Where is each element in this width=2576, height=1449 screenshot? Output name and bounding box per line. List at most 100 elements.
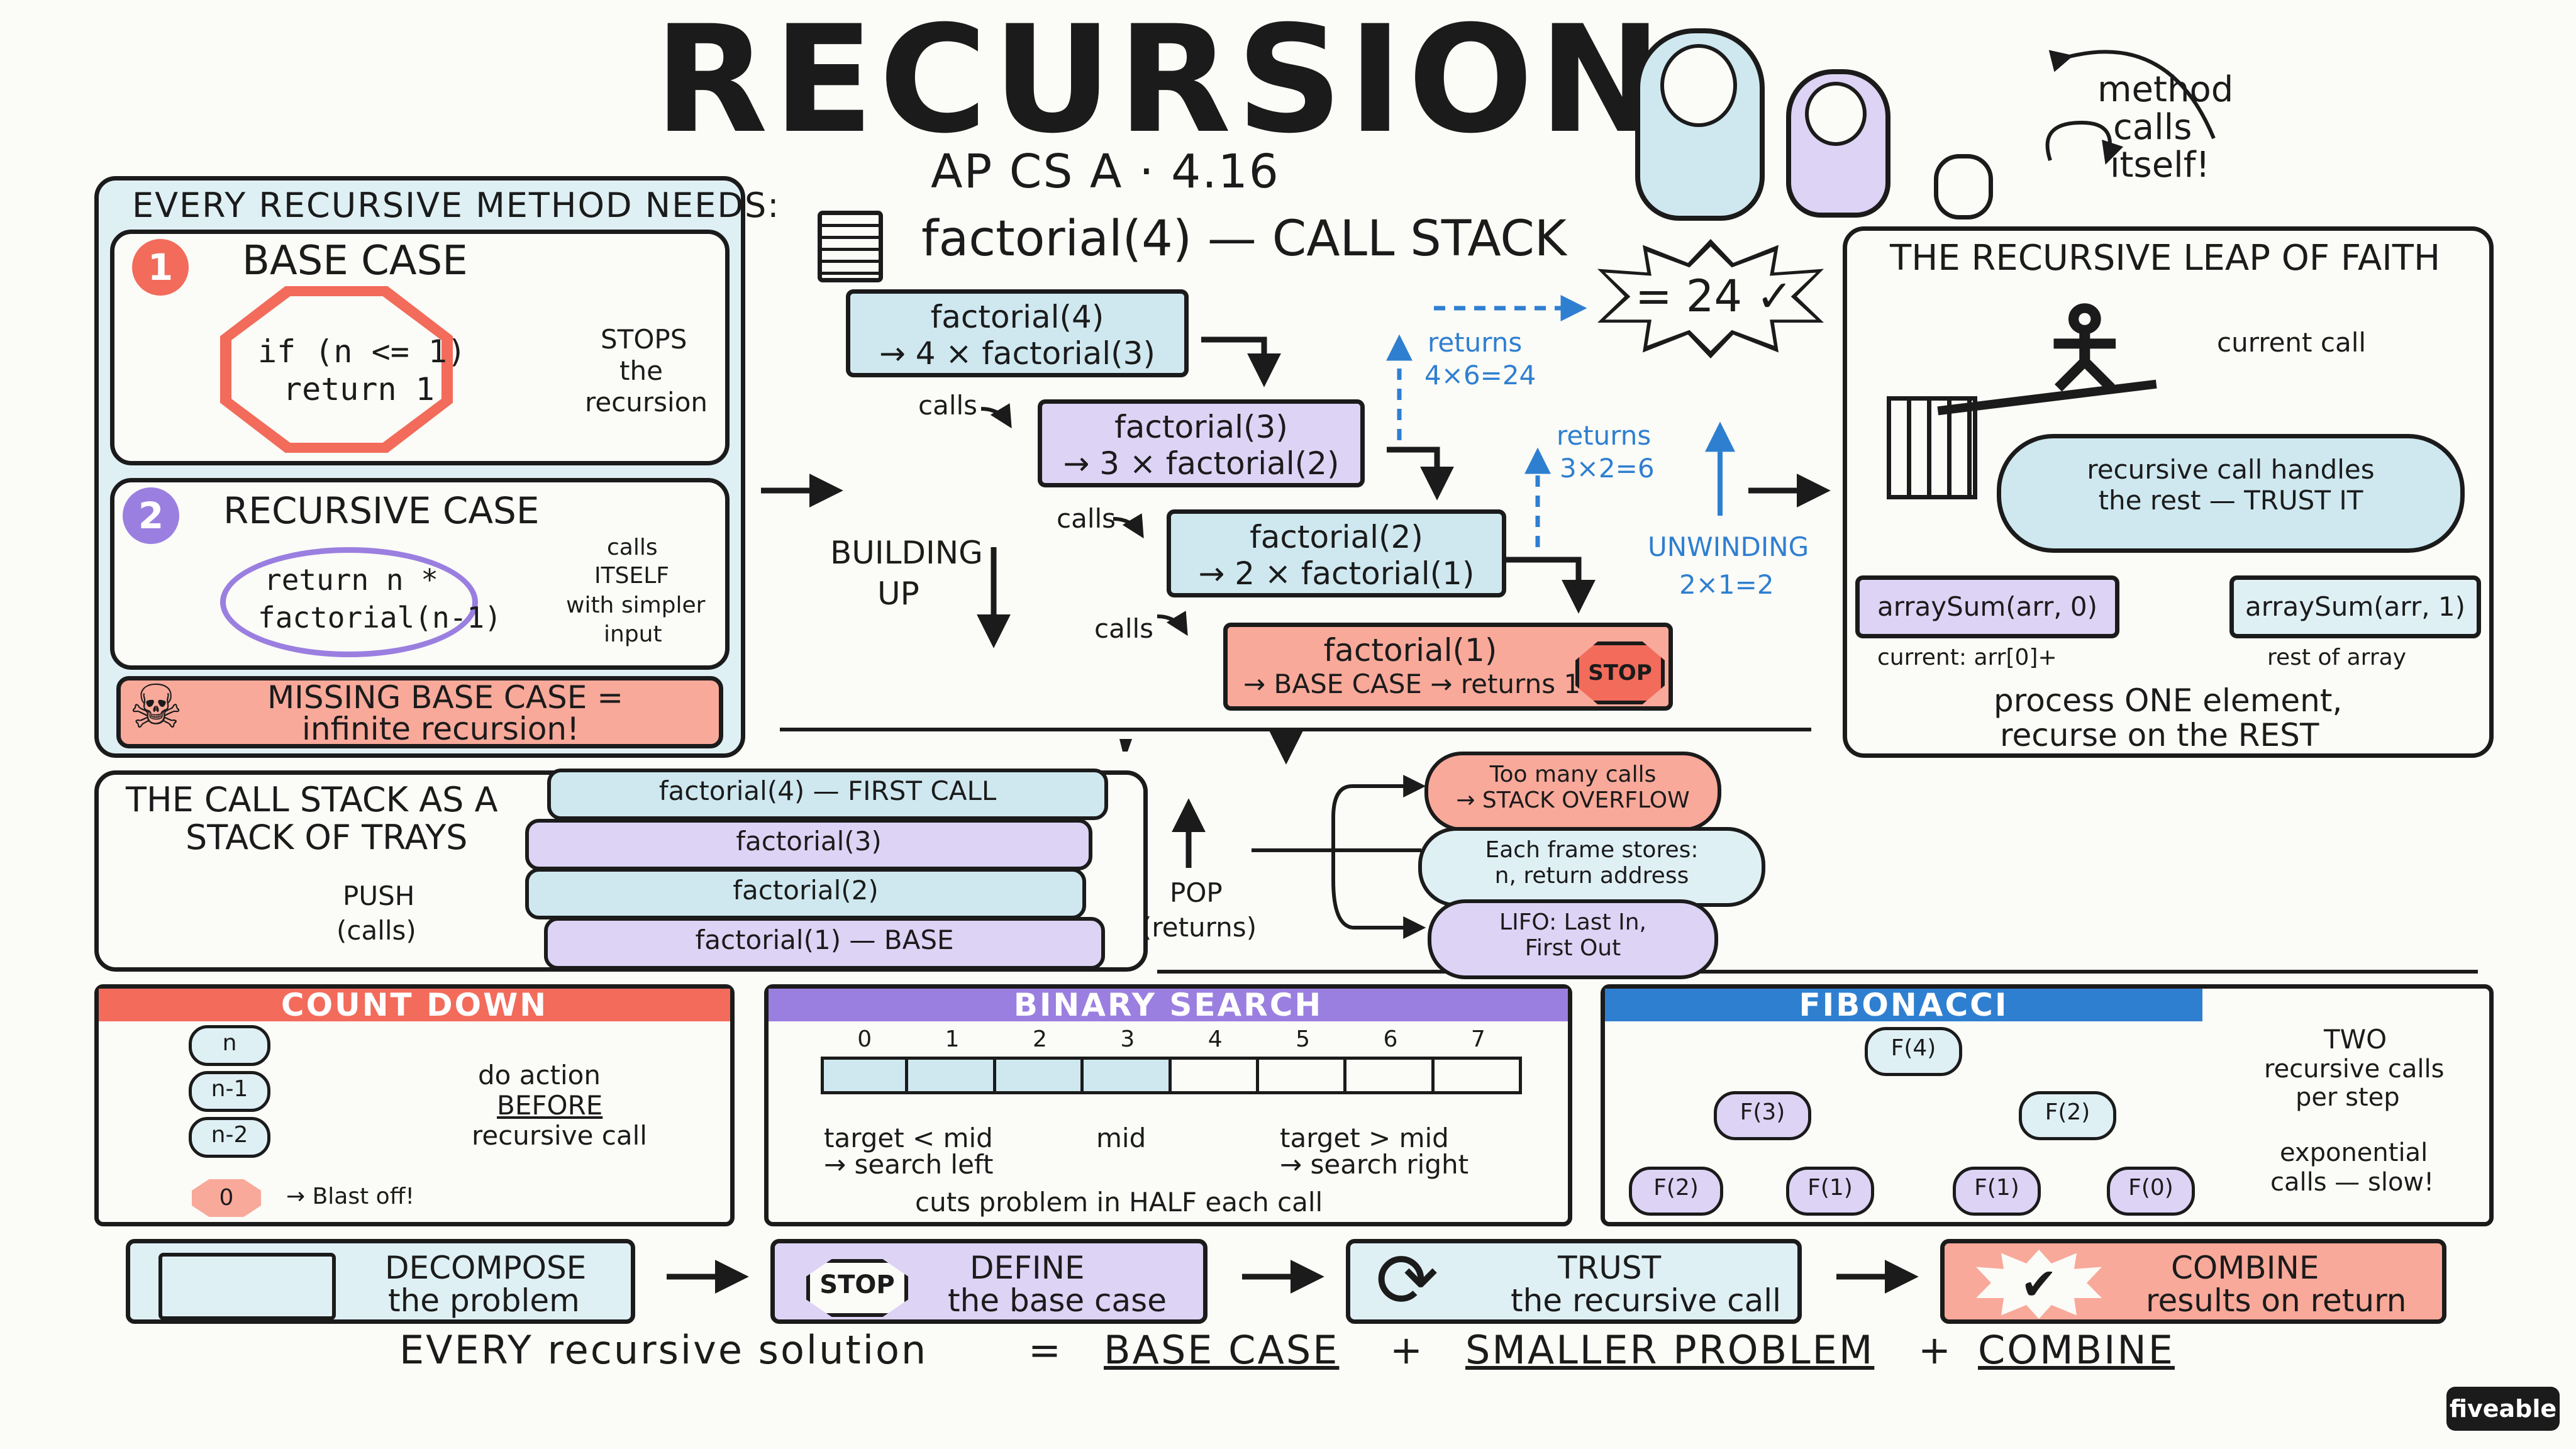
fibonacci-header: FIBONACCI [1605, 989, 2202, 1021]
countdown-node-n: n [189, 1025, 270, 1066]
tray-factorial-2-label: factorial(2) [733, 875, 879, 906]
mascot-caption-line2: calls [2113, 107, 2192, 148]
tray-factorial-1: factorial(1) — BASE [544, 917, 1105, 970]
formula-base-case: BASE CASE [1104, 1327, 1340, 1373]
fib-node-f4: F(4) [1865, 1027, 1962, 1076]
push-label: PUSH [343, 880, 415, 911]
fibonacci-title: FIBONACCI [1799, 987, 2009, 1023]
cycle-icon: ⟳ [1375, 1237, 1439, 1324]
recursive-note-2: ITSELF [594, 563, 669, 589]
fib-note-5: calls — slow! [2270, 1168, 2434, 1197]
returns-label-2: returns [1557, 420, 1652, 451]
trust-cloud: recursive call handles the rest — TRUST … [1997, 434, 2465, 553]
pop-sub-label: (returns) [1141, 912, 1257, 943]
base-case-code-line2: return 1 [283, 371, 435, 408]
leap-summary-2: recurse on the REST [2000, 717, 2319, 753]
fib-node-f2: F(2) [1629, 1167, 1723, 1216]
step-decompose-title: DECOMPOSE [385, 1250, 587, 1286]
formula-lead: EVERY recursive solution [399, 1327, 928, 1373]
mascot-caption-line1: method [2097, 69, 2234, 110]
trust-cloud-line2: the rest — TRUST IT [2098, 485, 2363, 516]
frame-stores-cloud: Each frame stores: n, return address [1418, 827, 1765, 907]
fib-node-f2-top: F(2) [2019, 1091, 2116, 1140]
recursive-loop-icon [220, 547, 478, 657]
base-case-code-line1: if (n <= 1) [258, 333, 467, 370]
tray-factorial-4: factorial(4) — FIRST CALL [547, 769, 1108, 820]
stack-frame-3-line2: → 3 × factorial(2) [1063, 445, 1340, 482]
countdown-node-n-2: n-2 [189, 1117, 270, 1158]
index-label: 7 [1470, 1026, 1485, 1052]
calls-label-3: calls [1094, 613, 1154, 644]
binary-search-title: BINARY SEARCH [1013, 987, 1323, 1023]
current-call-label: current call [2217, 327, 2367, 358]
recursive-note-1: calls [607, 535, 658, 560]
arraysum-current-label: arraySum(arr, 0) [1877, 591, 2098, 622]
stack-frame-1-line1: factorial(1) [1323, 632, 1497, 669]
stack-frame-2-line1: factorial(2) [1250, 519, 1423, 555]
checkmark-burst-icon: ✔ [1976, 1250, 2102, 1319]
step-combine-subtitle: results on return [2146, 1282, 2407, 1319]
formula-plus-2: + [1918, 1327, 1951, 1373]
countdown-note-1: do action [478, 1060, 601, 1091]
mascot-caption-line3: itself! [2110, 145, 2210, 186]
stack-frame-4-line2: → 4 × factorial(3) [879, 335, 1155, 372]
arraysum-current-caption: current: arr[0]+ [1877, 645, 2057, 670]
unwinding-label: UNWINDING [1648, 531, 1809, 562]
leap-heading: THE RECURSIVE LEAP OF FAITH [1890, 238, 2441, 279]
binary-caption: cuts problem in HALF each call [915, 1187, 1323, 1218]
fib-node-f2-top-label: F(2) [2045, 1099, 2090, 1125]
countdown-note-3: recursive call [472, 1120, 647, 1151]
search-right-label-1: target > mid [1280, 1123, 1449, 1153]
leap-summary-1: process ONE element, [1994, 682, 2343, 719]
calls-label-1: calls [918, 390, 978, 421]
push-sub-label: (calls) [336, 915, 416, 946]
blast-off-label: → Blast off! [286, 1184, 414, 1209]
recursive-case-code-line2: factorial(n-1) [258, 601, 502, 635]
count-down-title: COUNT DOWN [280, 987, 548, 1023]
stack-overflow-line2: → STACK OVERFLOW [1456, 787, 1690, 813]
countdown-node-0: 0 [192, 1179, 261, 1217]
skull-icon: ☠ [129, 672, 184, 742]
step-decompose-subtitle: the problem [388, 1282, 580, 1319]
calls-label-2: calls [1057, 503, 1116, 534]
binary-search-array [821, 1057, 1522, 1094]
fib-node-f3-label: F(3) [1740, 1099, 1785, 1125]
search-left-label-1: target < mid [824, 1123, 993, 1153]
recursive-note-3: with simpler [566, 592, 706, 618]
step-combine: ✔ COMBINE results on return [1940, 1239, 2446, 1324]
stack-frame-4-line1: factorial(4) [930, 299, 1104, 335]
base-case-note-2: the [619, 355, 663, 386]
pop-label: POP [1170, 877, 1223, 908]
stop-badge-icon: STOP [806, 1259, 908, 1317]
index-label: 1 [945, 1026, 960, 1052]
stack-frame-2-line2: → 2 × factorial(1) [1198, 555, 1475, 592]
recursive-case-title: RECURSIVE CASE [223, 489, 540, 532]
countdown-node-n-label: n [222, 1030, 237, 1056]
needs-heading: EVERY RECURSIVE METHOD NEEDS: [132, 186, 780, 225]
binary-search-header: BINARY SEARCH [769, 989, 1568, 1021]
document-icon [818, 211, 883, 282]
step-define-title: DEFINE [970, 1250, 1085, 1286]
stop-sign-label: STOP [1588, 660, 1652, 686]
arraysum-rest-caption: rest of array [2267, 645, 2407, 670]
binary-index-row: 0 1 2 3 4 5 6 7 [821, 1026, 1522, 1052]
stack-frame-3-line1: factorial(3) [1114, 409, 1288, 445]
fib-node-f1-a: F(1) [1786, 1167, 1874, 1216]
unwinding-value: 2×1=2 [1679, 569, 1774, 600]
puzzle-icon [158, 1253, 336, 1320]
fib-note-4: exponential [2280, 1138, 2428, 1167]
missing-line1: MISSING BASE CASE = [267, 679, 624, 716]
mid-label: mid [1096, 1123, 1146, 1153]
frame-stores-line1: Each frame stores: [1485, 837, 1699, 863]
stack-frame-4: factorial(4) → 4 × factorial(3) [846, 289, 1189, 377]
step-define-subtitle: the base case [948, 1282, 1167, 1319]
diving-board-icon [1887, 396, 1977, 499]
fib-node-f4-label: F(4) [1890, 1035, 1936, 1061]
base-case-note-1: STOPS [601, 324, 687, 355]
index-label: 5 [1296, 1026, 1311, 1052]
fib-node-f0: F(0) [2107, 1167, 2195, 1216]
missing-base-case-banner [116, 676, 723, 748]
base-case-note-3: recursion [585, 387, 708, 418]
step-trust-title: TRUST [1558, 1250, 1662, 1286]
fiveable-logo: fiveable [2446, 1387, 2560, 1431]
